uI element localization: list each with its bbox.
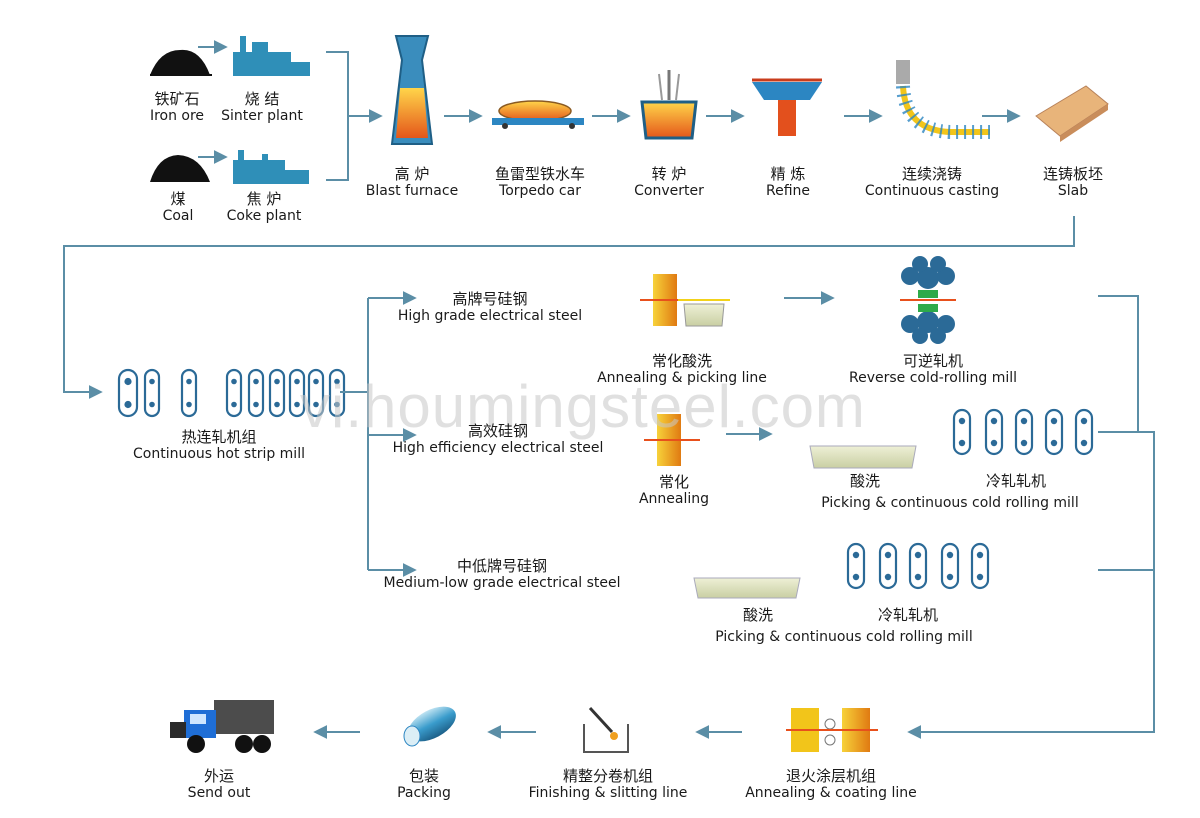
cold-mill-stand [970, 542, 990, 590]
reverse-cold-rolling-mill-icon [900, 256, 956, 344]
label-pick-cold-1: Picking & continuous cold rolling mill [821, 495, 1079, 511]
hot-mill-stand [288, 368, 306, 418]
label-pick-cold-2: Picking & continuous cold rolling mill [715, 629, 973, 645]
hot-mill-stand [225, 368, 243, 418]
converter-icon [640, 70, 698, 140]
pickling-tank-icon-2 [684, 564, 998, 599]
hot-mill-stand [180, 368, 198, 418]
annealing-pickling-icon [640, 274, 730, 327]
annealing-coating-line-icon [786, 708, 878, 752]
hot-mill-stand [247, 368, 265, 418]
cold-mill-stand [908, 542, 928, 590]
label-cold-rolling-1: 冷轧轧机 [985, 472, 1047, 490]
cold-mill-stand [1014, 408, 1034, 456]
sinter-plant-icon [233, 36, 310, 76]
finishing-slitting-line-icon [583, 706, 629, 753]
hot-mill-stand [143, 368, 161, 418]
label-cold-rolling-2: 冷轧轧机 [877, 606, 939, 624]
pickling-tank-icon-1 [798, 430, 1098, 469]
annealing-icon [644, 414, 700, 466]
cold-mill-stand [1044, 408, 1064, 456]
cold-mill-stand [952, 408, 972, 456]
coke-plant-icon [233, 150, 309, 184]
cold-mill-stand [984, 408, 1004, 456]
cold-rolling-mill-icon-2 [846, 542, 990, 590]
hot-mill-stand [268, 368, 286, 418]
slab-icon [1035, 85, 1109, 142]
label-pickling-1: 酸洗 [849, 472, 881, 490]
refine-icon [752, 78, 822, 136]
hot-mill-stand [307, 368, 325, 418]
cold-mill-stand [940, 542, 960, 590]
packing-coil-icon [403, 706, 456, 747]
blast-furnace-icon [390, 35, 434, 145]
torpedo-car-icon [492, 100, 584, 129]
coal-icon [150, 155, 210, 182]
label-pickling-2: 酸洗 [742, 606, 774, 624]
cold-mill-stand [1074, 408, 1094, 456]
truck-icon [170, 700, 274, 753]
hot-strip-mill-icon [106, 368, 354, 418]
row1-arrows [63, 40, 1075, 399]
continuous-casting-icon [896, 60, 990, 139]
iron-ore-icon [150, 49, 212, 76]
cold-mill-stand [878, 542, 898, 590]
branch-arrows [313, 291, 1155, 739]
cold-mill-stand [846, 542, 866, 590]
cold-rolling-mill-icon-1 [952, 408, 1094, 456]
hot-mill-stand [117, 368, 139, 418]
